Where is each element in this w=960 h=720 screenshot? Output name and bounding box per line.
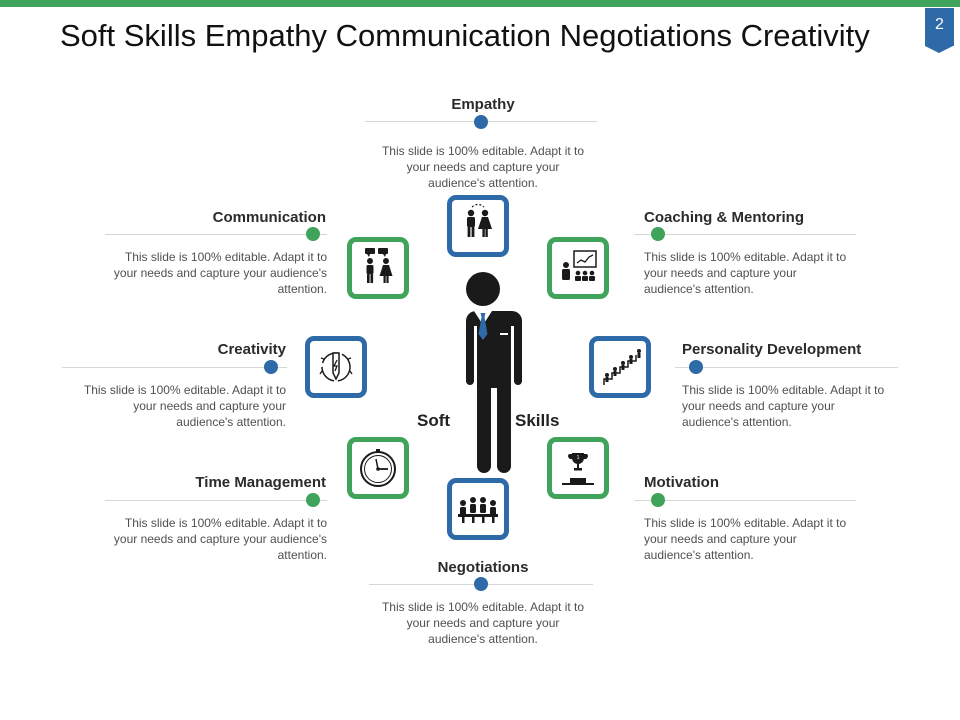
empathy-text: This slide is 100% editable. Adapt it to…	[381, 144, 585, 190]
couple-icon	[467, 203, 492, 237]
negotiations-dot	[474, 577, 488, 591]
negotiations-icon-box	[447, 478, 509, 540]
coaching-icon-box	[547, 237, 609, 299]
coaching-divider	[634, 234, 856, 235]
personality-dot	[689, 360, 703, 374]
communication-text: This slide is 100% editable. Adapt it to…	[113, 250, 327, 296]
slide-title: Soft Skills Empathy Communication Negoti…	[60, 18, 870, 53]
coaching-text: This slide is 100% editable. Adapt it to…	[644, 250, 847, 296]
motivation-icon-box: 1	[547, 437, 609, 499]
time-management-label: Time Management	[195, 474, 326, 491]
pencil-idea-icon	[319, 352, 353, 382]
negotiations-label: Negotiations	[437, 559, 529, 576]
growth-steps-icon	[603, 349, 641, 385]
empathy-label: Empathy	[451, 96, 515, 113]
businessman-icon	[454, 272, 522, 473]
time-management-dot	[306, 493, 320, 507]
negotiations-text: This slide is 100% editable. Adapt it to…	[381, 600, 585, 646]
creativity-dot	[264, 360, 278, 374]
trophy-podium-icon: 1	[562, 453, 594, 485]
coaching-dot	[651, 227, 665, 241]
creativity-text: This slide is 100% editable. Adapt it to…	[83, 383, 286, 429]
time-management-icon-box	[347, 437, 409, 499]
conversation-icon	[365, 248, 393, 283]
personality-icon-box	[589, 336, 651, 398]
personality-divider	[675, 367, 898, 368]
top-accent-bar	[0, 0, 960, 7]
presentation-icon	[562, 250, 597, 281]
empathy-dot	[474, 115, 488, 129]
creativity-icon-box	[305, 336, 367, 398]
center-word-soft: Soft	[417, 411, 451, 430]
motivation-text: This slide is 100% editable. Adapt it to…	[644, 516, 847, 562]
motivation-label: Motivation	[644, 474, 719, 491]
creativity-label: Creativity	[217, 341, 286, 358]
personality-text: This slide is 100% editable. Adapt it to…	[682, 383, 885, 429]
stopwatch-icon	[360, 449, 396, 487]
time-management-divider	[105, 500, 327, 501]
page-number-badge: 2	[925, 8, 954, 53]
communication-label: Communication	[212, 209, 326, 226]
personality-label: Personality Development	[682, 341, 862, 358]
center-word-skills: Skills	[515, 411, 560, 430]
svg-text:1: 1	[577, 455, 580, 461]
communication-icon-box	[347, 237, 409, 299]
motivation-dot	[651, 493, 665, 507]
handshake-meeting-icon	[458, 497, 498, 523]
motivation-divider	[634, 500, 856, 501]
empathy-icon-box	[447, 195, 509, 257]
creativity-divider	[62, 367, 287, 368]
communication-divider	[105, 234, 327, 235]
coaching-label: Coaching & Mentoring	[644, 209, 804, 226]
communication-dot	[306, 227, 320, 241]
page-number: 2	[935, 16, 944, 33]
time-management-text: This slide is 100% editable. Adapt it to…	[113, 516, 327, 562]
